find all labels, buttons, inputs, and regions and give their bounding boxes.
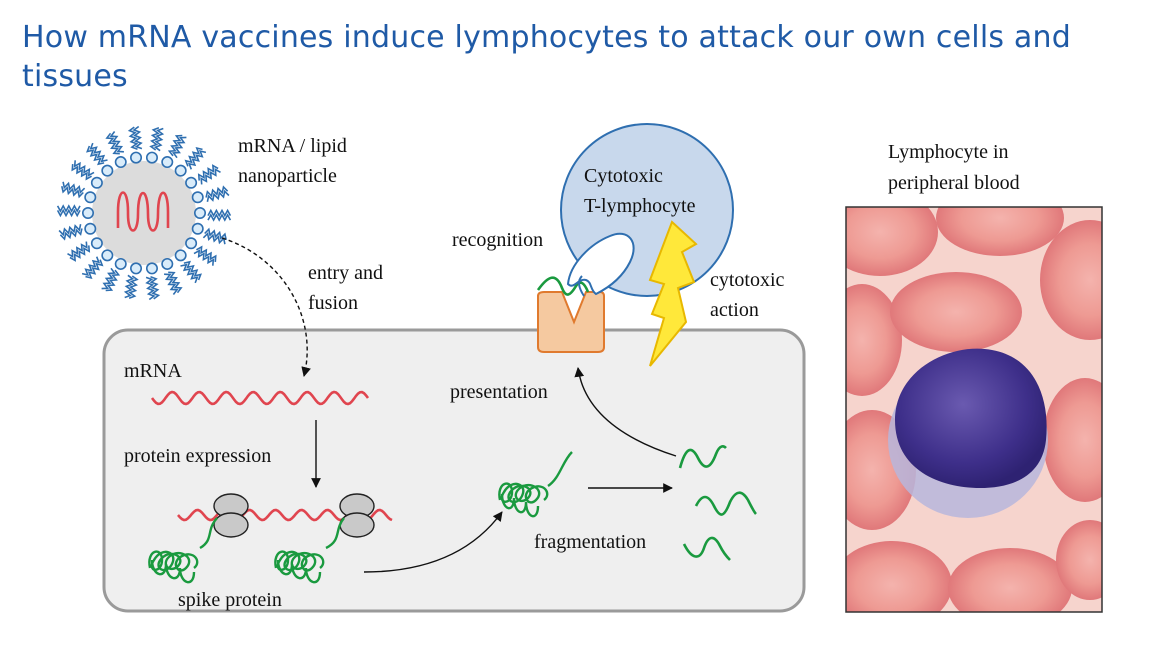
spike-protein-1 xyxy=(148,517,218,584)
degradation-arrow xyxy=(363,511,503,573)
label-entry-2: fusion xyxy=(308,292,358,314)
presentation-arrow xyxy=(574,367,677,457)
label-cytotoxic-2: action xyxy=(710,299,759,321)
page-title: How mRNA vaccines induce lymphocytes to … xyxy=(22,20,1071,94)
label-mrna: mRNA xyxy=(124,360,182,382)
peptide-fragment-1 xyxy=(678,445,727,469)
mhc-molecule xyxy=(537,291,605,353)
label-entry-1: entry and xyxy=(308,262,383,284)
peptide-fragment-2 xyxy=(694,491,757,516)
label-lymphocyte-1: Lymphocyte in xyxy=(888,141,1009,163)
label-nanoparticle-1: mRNA / lipid xyxy=(238,135,347,157)
label-tcell-1: Cytotoxic xyxy=(584,165,663,187)
label-lymphocyte-2: peripheral blood xyxy=(888,172,1020,194)
entry-arrow xyxy=(221,237,311,377)
ribosome-2 xyxy=(339,493,375,538)
label-presentation: presentation xyxy=(450,381,548,403)
ribosome-1 xyxy=(213,493,249,538)
presented-peptide xyxy=(536,276,590,296)
label-nanoparticle-2: nanoparticle xyxy=(238,165,337,187)
label-protein-expression: protein expression xyxy=(124,445,271,467)
free-spike-protein xyxy=(498,451,573,518)
mrna-strand-in-particle xyxy=(116,191,170,232)
t-cell-receptor xyxy=(566,232,635,296)
host-cell xyxy=(102,328,806,613)
label-recognition: recognition xyxy=(452,229,543,251)
cytotoxic-action-bolt xyxy=(648,220,698,367)
lipid-nanoparticle xyxy=(56,125,232,301)
peptide-fragment-3 xyxy=(682,536,731,561)
label-spike-protein: spike protein xyxy=(178,589,282,611)
label-tcell-2: T-lymphocyte xyxy=(584,195,696,217)
label-fragmentation: fragmentation xyxy=(534,531,646,553)
label-cytotoxic-1: cytotoxic xyxy=(710,269,785,291)
mrna-strand xyxy=(150,390,370,406)
lymphocyte-micrograph xyxy=(845,206,1103,613)
spike-protein-2 xyxy=(274,517,345,584)
